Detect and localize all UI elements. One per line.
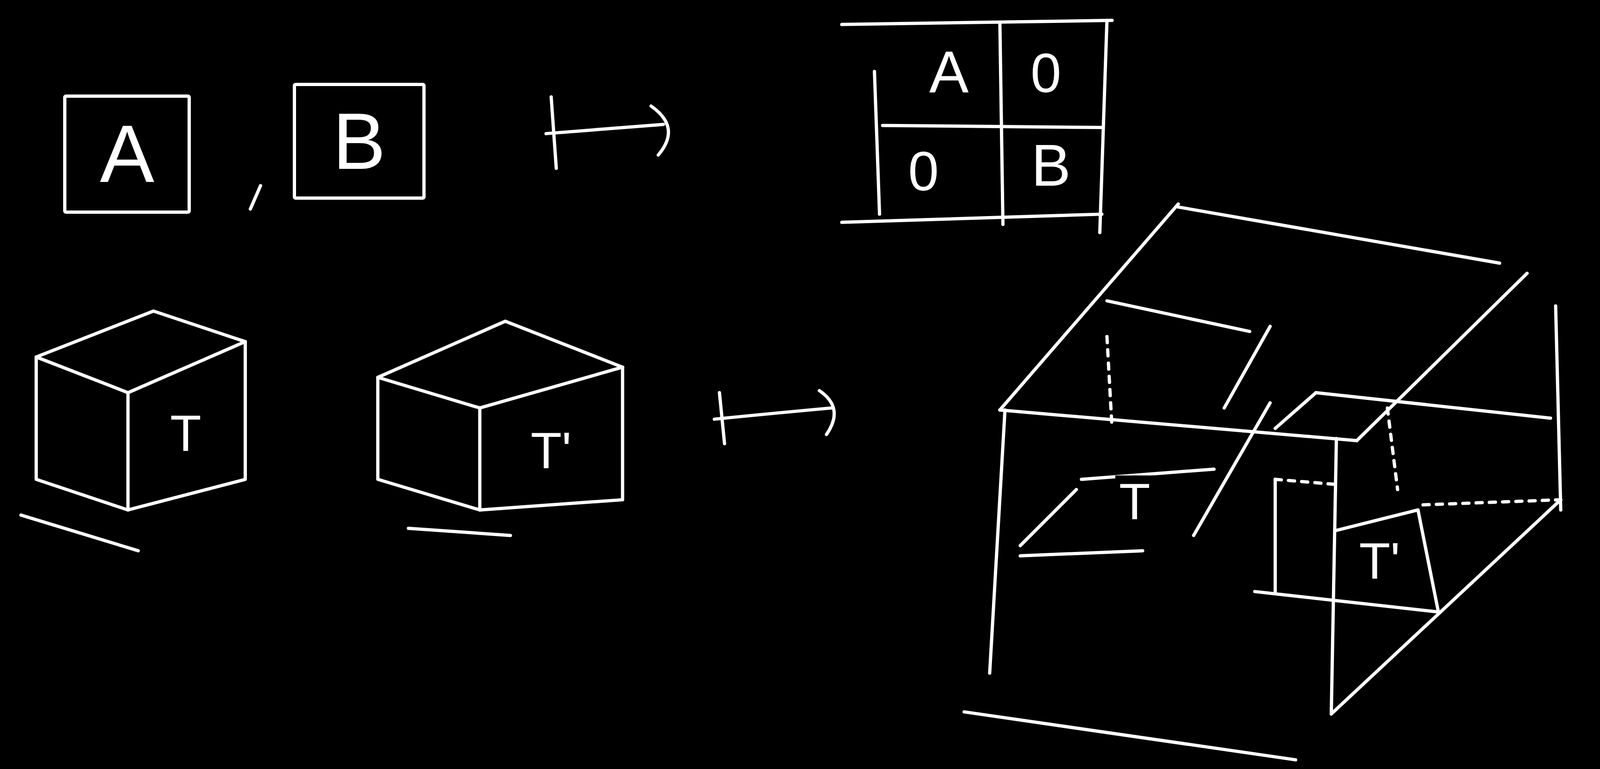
matrix-entry: B [1027, 134, 1075, 196]
matrix-entry: 0 [904, 143, 943, 201]
cube [377, 321, 623, 536]
matrix-symbol: A [99, 113, 154, 196]
face-label: T' [526, 424, 575, 478]
face-label: T [166, 407, 206, 461]
matrix-box: A [63, 94, 191, 214]
block-matrix-grid [841, 20, 1113, 233]
matrix-box: B [292, 82, 426, 200]
face-label: T [1115, 475, 1155, 529]
cube [21, 311, 246, 551]
comma-stroke [250, 185, 261, 210]
matrix-symbol: B [332, 101, 386, 181]
block-cube [964, 203, 1562, 760]
maps-to-arrow [546, 96, 669, 169]
face-label: T' [1355, 534, 1404, 588]
matrix-entry: A [925, 40, 973, 102]
matrix-entry: 0 [1027, 44, 1066, 102]
maps-to-arrow [714, 390, 834, 444]
